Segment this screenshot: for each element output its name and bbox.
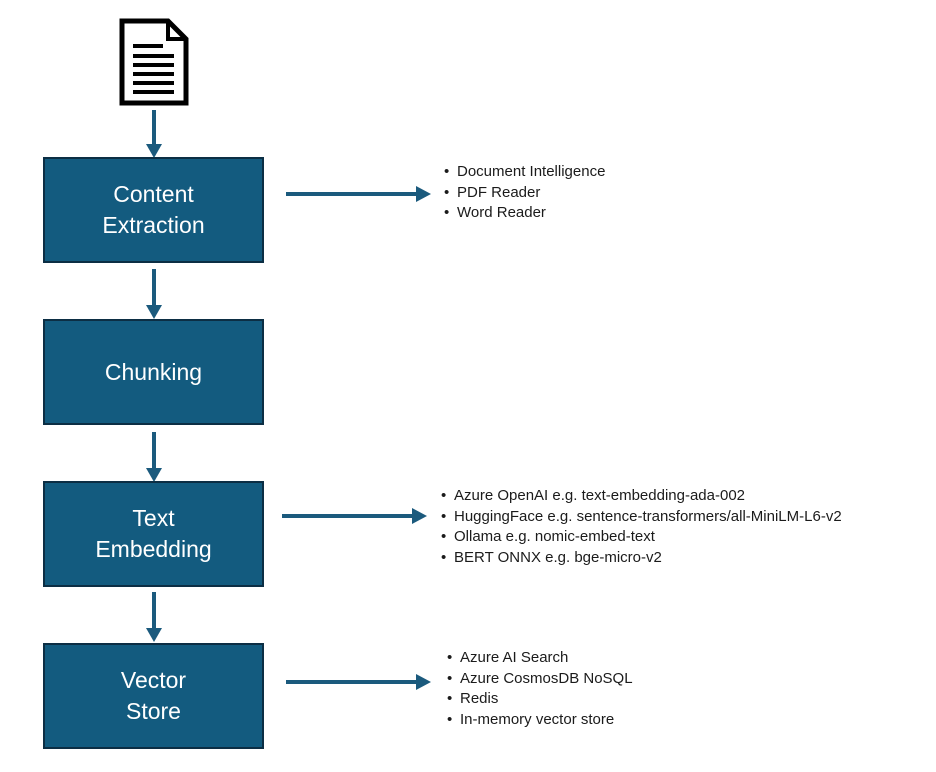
step-vector-store: Vector Store: [43, 643, 264, 749]
step-text-embedding: Text Embedding: [43, 481, 264, 587]
list-item: Document Intelligence: [444, 162, 605, 183]
list-item: Word Reader: [444, 203, 605, 224]
arrowhead-right: [416, 186, 431, 202]
list-item: Azure OpenAI e.g. text-embedding-ada-002: [441, 486, 842, 507]
list-item: Ollama e.g. nomic-embed-text: [441, 527, 842, 548]
list-item: HuggingFace e.g. sentence-transformers/a…: [441, 507, 842, 528]
content-extraction-options: Document Intelligence PDF Reader Word Re…: [444, 162, 605, 224]
step-label-line: Content: [113, 181, 194, 207]
text-embedding-options: Azure OpenAI e.g. text-embedding-ada-002…: [441, 486, 842, 568]
step-label-line: Embedding: [95, 536, 212, 562]
arrowhead-down: [146, 628, 162, 642]
step-label-line: Text: [132, 505, 175, 531]
step-label-line: Chunking: [104, 358, 203, 385]
arrowhead-right: [412, 508, 427, 524]
step-chunking: Chunking: [43, 319, 264, 425]
vector-store-options: Azure AI Search Azure CosmosDB NoSQL Red…: [447, 648, 633, 730]
list-item: Redis: [447, 689, 633, 710]
arrowhead-down: [146, 305, 162, 319]
list-item: In-memory vector store: [447, 710, 633, 731]
document-icon: [119, 18, 189, 106]
list-item: Azure CosmosDB NoSQL: [447, 669, 633, 690]
step-label-line: Extraction: [102, 212, 205, 238]
list-item: PDF Reader: [444, 183, 605, 204]
arrowhead-down: [146, 468, 162, 482]
arrowhead-right: [416, 674, 431, 690]
step-label-line: Vector: [120, 667, 187, 693]
list-item: BERT ONNX e.g. bge-micro-v2: [441, 548, 842, 569]
arrowhead-down: [146, 144, 162, 158]
list-item: Azure AI Search: [447, 648, 633, 669]
step-label-line: Store: [126, 698, 181, 724]
step-content-extraction: Content Extraction: [43, 157, 264, 263]
